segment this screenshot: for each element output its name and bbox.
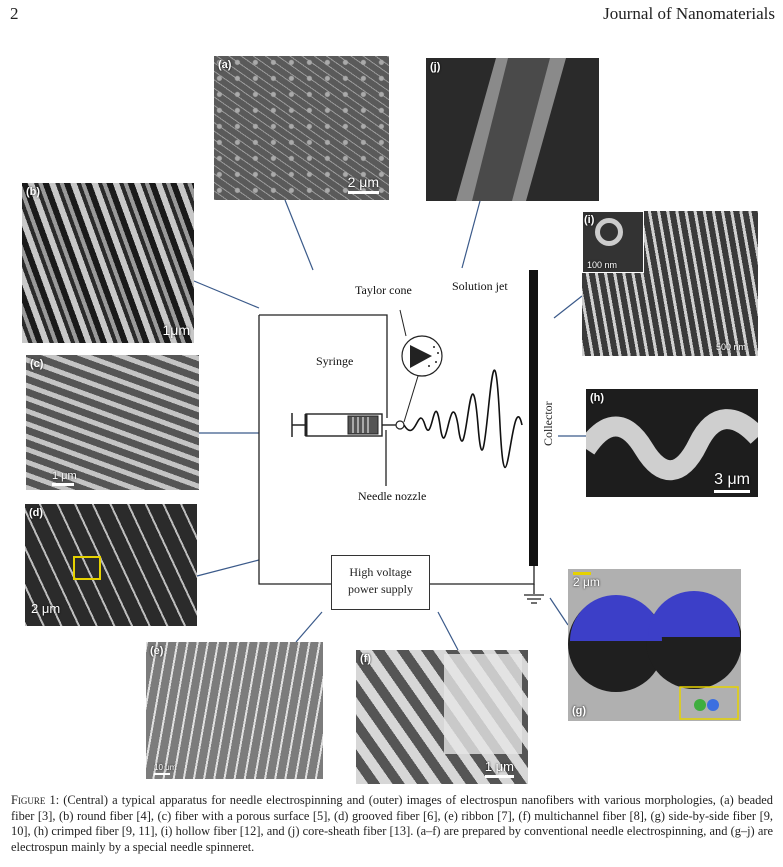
panel-g-label: (g) <box>572 705 587 717</box>
panel-j-core-sheath-fiber-image: (j) <box>426 58 599 201</box>
syringe-label: Syringe <box>316 354 354 368</box>
panel-c-label: (c) <box>30 358 44 370</box>
panel-c-scale-bar: 1 μm <box>52 470 77 486</box>
panel-b-scale-bar: 1μm <box>162 322 190 338</box>
panel-g-side-by-side-fiber-image: 2 μm (g) <box>568 569 741 721</box>
panel-a-label: (a) <box>218 59 232 71</box>
panel-h-crimped-fiber-image: (h) 3 μm <box>586 389 758 497</box>
needle-nozzle-label: Needle nozzle <box>358 489 427 503</box>
panel-h-drawing <box>586 409 758 481</box>
journal-name: Journal of Nanomaterials <box>603 4 775 23</box>
taylor-cone-label: Taylor cone <box>355 283 412 297</box>
power-supply-line-1: High voltage <box>349 565 412 579</box>
taylor-cone-magnifier <box>399 309 443 423</box>
circuit-wires <box>258 314 544 604</box>
collector-label: Collector <box>541 401 555 446</box>
solution-jet-label: Solution jet <box>452 279 508 293</box>
panel-f-scale-bar: 1 μm <box>484 759 514 778</box>
panel-i-inset: 100 nm <box>582 211 644 273</box>
panel-e-scale-bar: 10 μm <box>154 763 176 775</box>
page-number: 2 <box>10 4 19 23</box>
panel-i-inset-scale: 100 nm <box>587 260 618 270</box>
panel-h-scale-bar: 3 μm <box>714 471 750 493</box>
panel-g-scale-bar: 2 μm <box>573 571 600 589</box>
panel-f-label: (f) <box>360 653 371 665</box>
panel-e-ribbon-fiber-image: (e) 10 μm <box>146 642 323 779</box>
panel-d-label: (d) <box>29 507 44 519</box>
panel-a-beaded-fiber-image: (a) 2 μm <box>214 56 389 200</box>
panel-i-inset-ring <box>595 218 623 246</box>
syringe-drawing <box>291 413 405 437</box>
figure-caption-label: Figure 1: <box>11 793 60 807</box>
connector-lines <box>193 199 586 651</box>
panel-f-histogram-inset <box>444 654 522 754</box>
panel-j-drawing <box>456 58 566 201</box>
panel-i-scale-bar: 500 nm <box>715 342 746 352</box>
figure-caption: Figure 1: (Central) a typical apparatus … <box>11 793 773 855</box>
panel-g-drawing <box>568 591 741 720</box>
panel-i-hollow-fiber-image: 100 nm (i) 500 nm <box>582 211 758 356</box>
figure-caption-text: (Central) a typical apparatus for needle… <box>11 793 773 854</box>
panel-b-label: (b) <box>26 186 41 198</box>
collector-plate <box>529 270 538 566</box>
power-supply-line-2: power supply <box>348 582 413 596</box>
solution-jet-path <box>403 369 523 469</box>
panel-e-label: (e) <box>150 645 164 657</box>
panel-a-scale-bar: 2 μm <box>347 174 379 194</box>
power-supply-box: High voltage power supply <box>331 555 430 610</box>
panel-j-label: (j) <box>430 61 441 73</box>
panel-d-highlight-box <box>73 556 101 580</box>
panel-f-multichannel-fiber-image: (f) 1 μm <box>356 650 528 784</box>
panel-h-label: (h) <box>590 392 605 404</box>
panel-b-round-fiber-image: (b) 1μm <box>22 183 194 343</box>
panel-i-label: (i) <box>584 214 595 226</box>
panel-c-porous-fiber-image: (c) 1 μm <box>26 355 199 490</box>
panel-d-scale-bar: 2 μm <box>31 601 61 616</box>
panel-d-grooved-fiber-image: (d) 2 μm <box>25 504 197 626</box>
